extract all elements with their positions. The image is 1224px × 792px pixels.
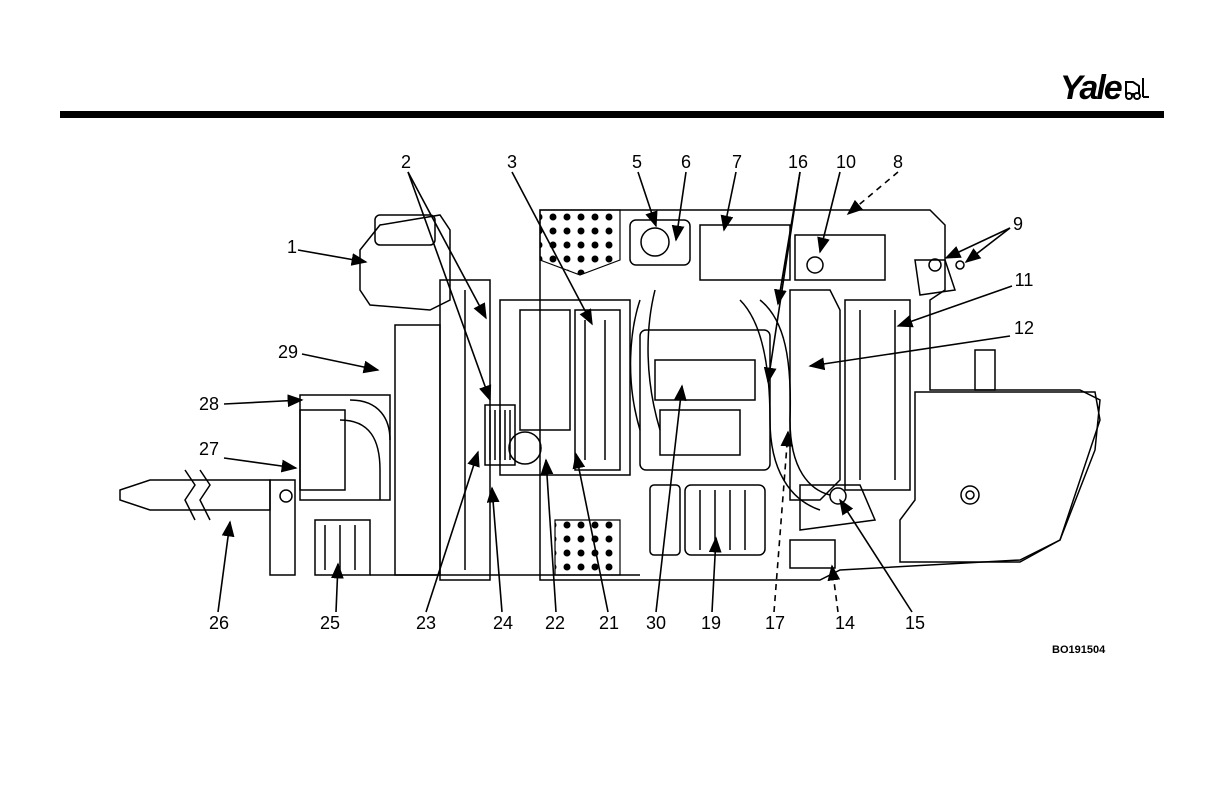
callout-19: 19 [701,614,721,632]
callout-14: 14 [835,614,855,632]
callout-1: 1 [287,238,297,256]
perforated-panels [540,210,620,575]
callout-27: 27 [199,440,219,458]
figure-id: BO191504 [1052,644,1105,656]
callout-17: 17 [765,614,785,632]
callout-5: 5 [632,153,642,171]
callout-15: 15 [905,614,925,632]
callout-16: 16 [788,153,808,171]
callout-22: 22 [545,614,565,632]
callout-23: 23 [416,614,436,632]
callout-28: 28 [199,395,219,413]
callout-26: 26 [209,614,229,632]
callout-6: 6 [681,153,691,171]
callout-8: 8 [893,153,903,171]
callout-12: 12 [1014,319,1034,337]
callout-30: 30 [646,614,666,632]
callout-24: 24 [493,614,513,632]
callout-7: 7 [732,153,742,171]
callout-29: 29 [278,343,298,361]
callout-3: 3 [507,153,517,171]
callout-11: 11 [1015,271,1034,289]
callout-9: 9 [1013,215,1023,233]
callout-2: 2 [401,153,411,171]
callout-10: 10 [836,153,856,171]
callout-25: 25 [320,614,340,632]
callout-21: 21 [599,614,619,632]
